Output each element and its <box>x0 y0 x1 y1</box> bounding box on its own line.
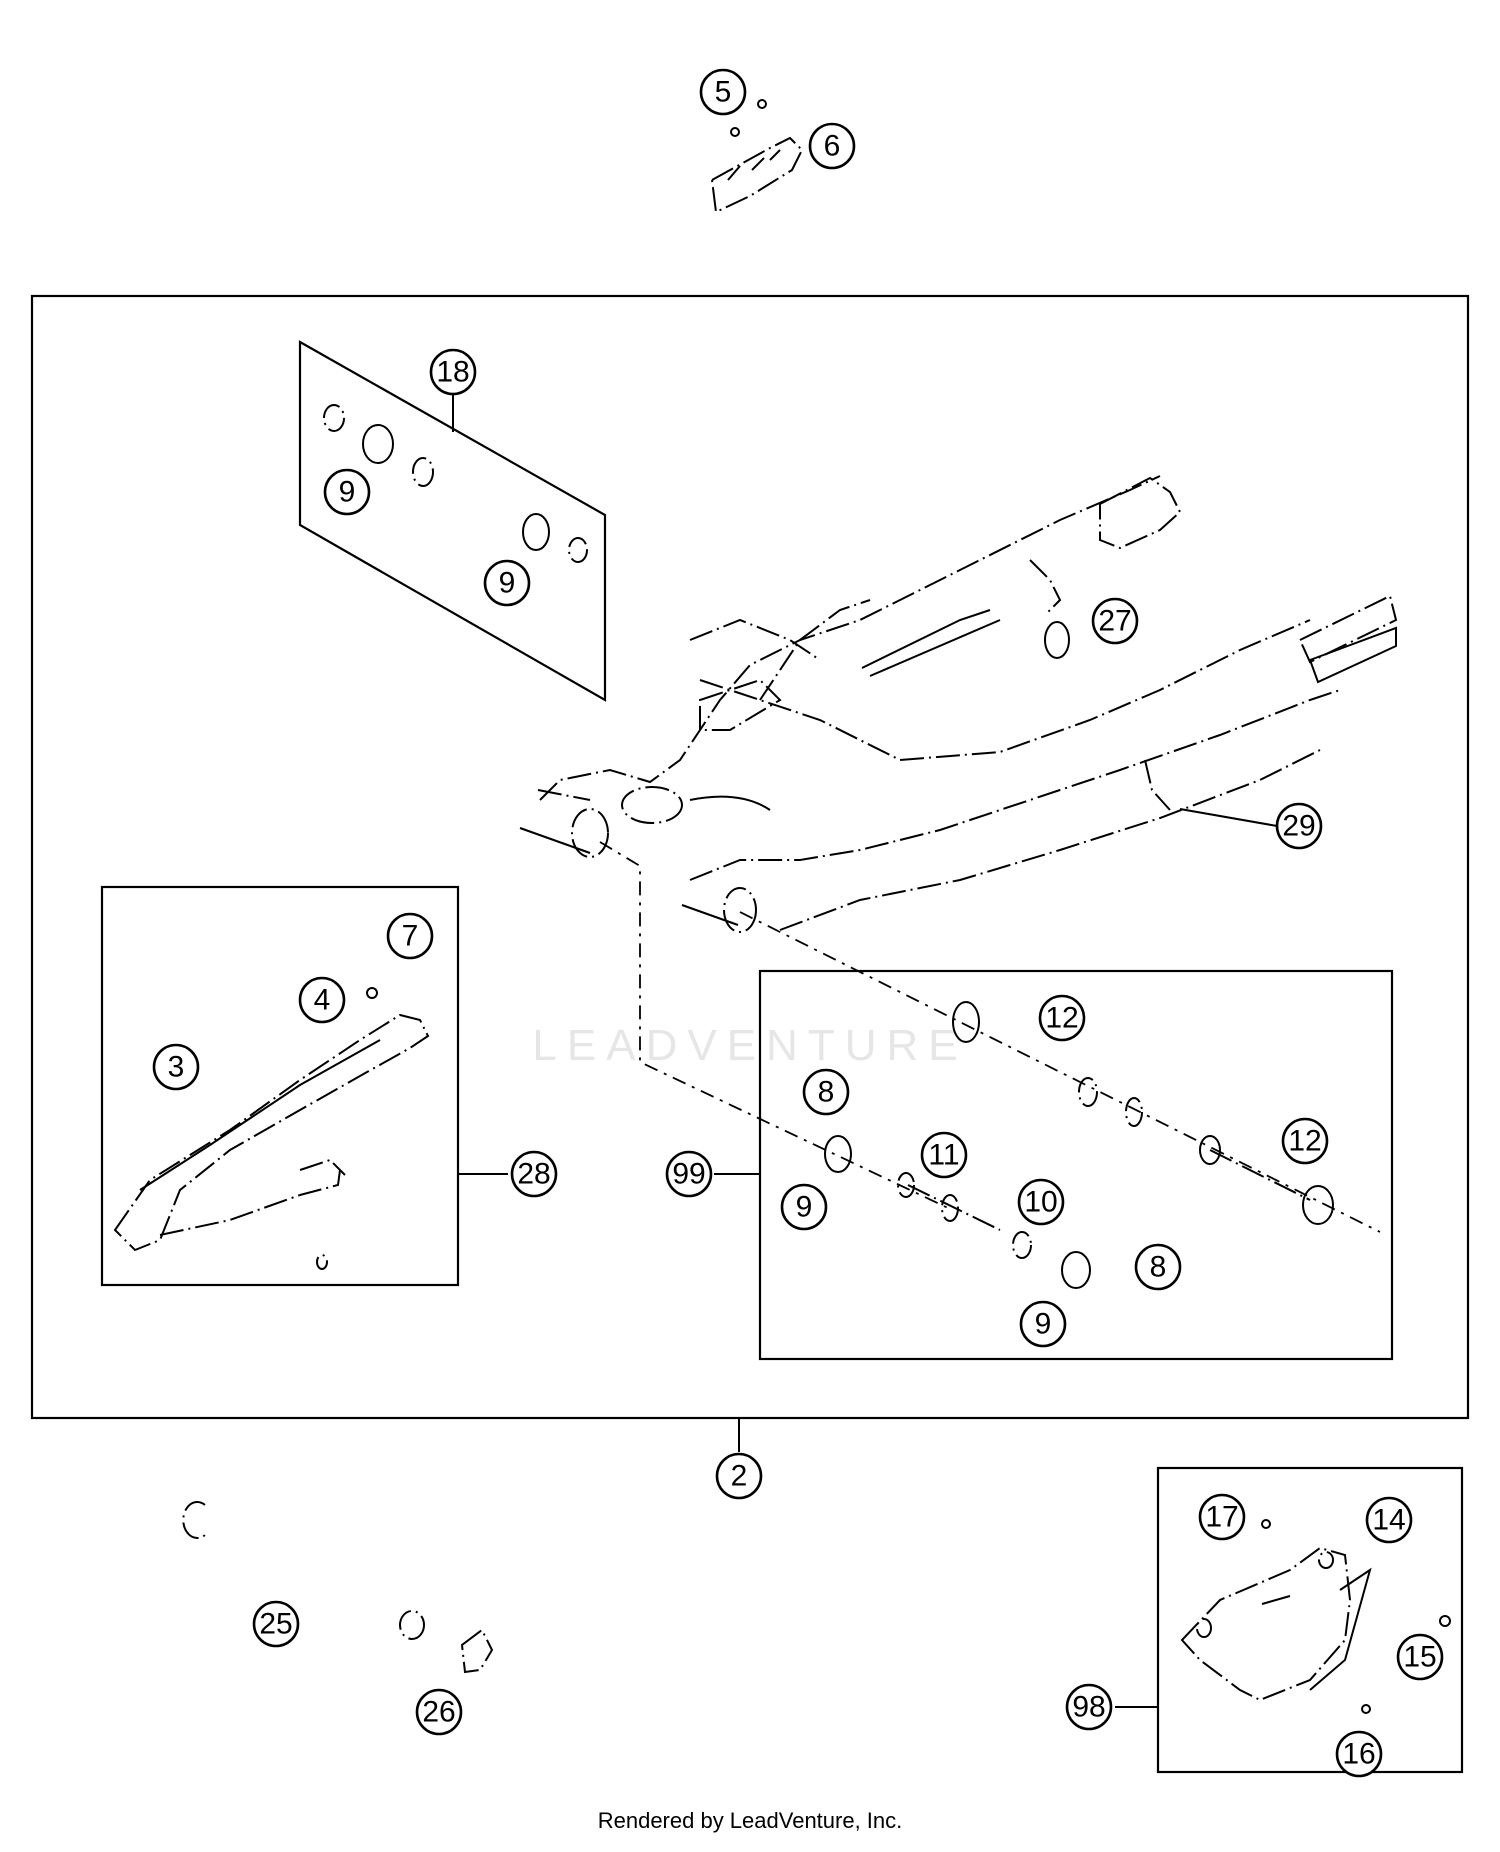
bearing-kit-frame <box>298 340 607 702</box>
svg-text:28: 28 <box>517 1158 550 1191</box>
callout-3[interactable]: 3 <box>152 1043 200 1091</box>
svg-text:15: 15 <box>1403 1641 1436 1674</box>
callout-29[interactable]: 29 <box>1275 802 1323 850</box>
part-25-drawing <box>182 1501 425 1640</box>
svg-text:25: 25 <box>259 1608 292 1641</box>
callout-28[interactable]: 28 <box>510 1150 558 1198</box>
guard-kit-frame <box>1156 1466 1464 1774</box>
svg-text:17: 17 <box>1205 1501 1238 1534</box>
axis-right-pivot <box>739 911 1381 1233</box>
callout-7[interactable]: 7 <box>386 912 434 960</box>
svg-text:98: 98 <box>1072 1691 1105 1724</box>
part-98-drawing <box>1180 1519 1451 1714</box>
callout-8-a[interactable]: 8 <box>802 1068 850 1116</box>
callout-14[interactable]: 14 <box>1365 1496 1413 1544</box>
callout-16[interactable]: 16 <box>1335 1730 1383 1778</box>
svg-text:29: 29 <box>1282 810 1315 843</box>
svg-text:8: 8 <box>818 1076 835 1109</box>
svg-text:27: 27 <box>1098 605 1131 638</box>
callout-98[interactable]: 98 <box>1065 1683 1113 1731</box>
pivot-kit-frame <box>758 969 1394 1361</box>
callout-10[interactable]: 10 <box>1017 1178 1065 1226</box>
svg-text:26: 26 <box>422 1696 455 1729</box>
svg-text:9: 9 <box>796 1191 813 1224</box>
callout-12-b[interactable]: 12 <box>1281 1117 1329 1165</box>
svg-text:9: 9 <box>499 567 516 600</box>
svg-text:5: 5 <box>715 76 732 109</box>
svg-text:10: 10 <box>1024 1186 1057 1219</box>
footer-credit: Rendered by LeadVenture, Inc. <box>597 1808 903 1833</box>
callout-12-a[interactable]: 12 <box>1038 994 1086 1042</box>
swingarm-drawing <box>519 475 1398 933</box>
svg-text:9: 9 <box>339 476 356 509</box>
callout-99[interactable]: 99 <box>665 1150 713 1198</box>
axis-left-pivot <box>599 841 949 1209</box>
svg-text:3: 3 <box>168 1051 185 1084</box>
callout-9-a[interactable]: 9 <box>323 468 371 516</box>
chain-guide-frame <box>100 885 460 1287</box>
svg-text:12: 12 <box>1288 1125 1321 1158</box>
main-assembly-frame <box>30 294 1470 1420</box>
callout-17[interactable]: 17 <box>1198 1493 1246 1541</box>
callout-27[interactable]: 27 <box>1091 597 1139 645</box>
callout-11[interactable]: 11 <box>920 1131 968 1179</box>
callout-26[interactable]: 26 <box>415 1688 463 1736</box>
svg-text:9: 9 <box>1035 1308 1052 1341</box>
svg-text:14: 14 <box>1372 1504 1405 1537</box>
part-26-drawing <box>460 1628 494 1674</box>
svg-text:18: 18 <box>436 356 469 389</box>
callout-5[interactable]: 5 <box>699 68 747 116</box>
callout-9-b[interactable]: 9 <box>483 559 531 607</box>
watermark-text: LEADVENTURE <box>532 1021 967 1070</box>
svg-text:2: 2 <box>731 1460 748 1493</box>
callout-15[interactable]: 15 <box>1396 1633 1444 1681</box>
svg-text:99: 99 <box>672 1158 705 1191</box>
callout-25[interactable]: 25 <box>252 1600 300 1648</box>
part-3-drawing <box>113 987 430 1270</box>
svg-text:7: 7 <box>402 920 419 953</box>
callout-9-c[interactable]: 9 <box>780 1183 828 1231</box>
leader-29 <box>1179 808 1278 827</box>
callout-8-b[interactable]: 8 <box>1134 1243 1182 1291</box>
part-6-drawing <box>710 99 804 214</box>
svg-text:11: 11 <box>928 1139 959 1172</box>
svg-text:4: 4 <box>314 984 331 1017</box>
callout-6[interactable]: 6 <box>808 122 856 170</box>
svg-text:6: 6 <box>824 130 841 163</box>
callout-4[interactable]: 4 <box>298 976 346 1024</box>
part-18-drawing <box>323 404 588 563</box>
svg-text:16: 16 <box>1342 1738 1375 1771</box>
part-99-drawing <box>824 1001 1334 1289</box>
callout-9-d[interactable]: 9 <box>1019 1300 1067 1348</box>
callout-18[interactable]: 18 <box>429 348 477 396</box>
svg-text:12: 12 <box>1045 1002 1078 1035</box>
callout-2[interactable]: 2 <box>715 1452 763 1500</box>
svg-text:8: 8 <box>1150 1251 1167 1284</box>
